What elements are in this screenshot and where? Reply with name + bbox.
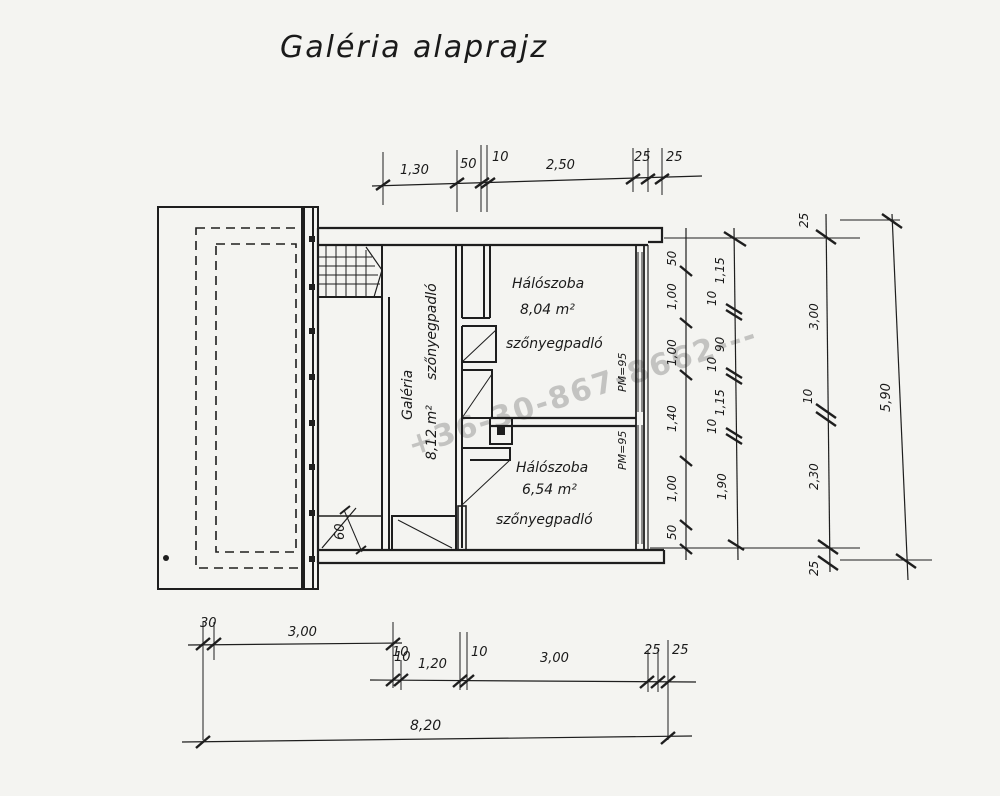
outer-walls <box>316 226 666 565</box>
right-win-dim-6: 50 <box>665 524 679 540</box>
room-label-gallery: Galéria 8,12 m² szőnyegpadló <box>400 283 440 460</box>
right-dimension-piers: 1,15 10 90 10 1,15 10 1,90 <box>705 227 747 561</box>
bottom-dim-row1-2: 3,00 <box>288 625 317 640</box>
gallery-area: 8,12 m² <box>424 405 440 460</box>
right-room-dim-1: 25 <box>797 213 811 228</box>
right-win-dim-1: 50 <box>665 250 679 266</box>
right-pier-dim-5: 1,15 <box>713 389 727 416</box>
bedroom-1-area: 8,04 m² <box>520 302 575 318</box>
top-dim-3: 10 <box>492 150 509 165</box>
bottom-dim-row2-6: 25 <box>672 643 689 658</box>
right-room-dim-3: 10 <box>801 388 815 404</box>
bottom-dimension-row-1: 30 3,00 10 <box>187 616 411 740</box>
bottom-dim-row2-2: 1,20 <box>418 657 447 672</box>
right-room-dim-4: 2,30 <box>807 463 821 490</box>
right-win-dim-2: 1,00 <box>665 283 679 310</box>
balcony-door-dimension: 60 <box>333 505 367 555</box>
bedroom-2-area: 6,54 m² <box>522 482 577 498</box>
right-dimension-rooms: 25 3,00 10 2,30 25 <box>748 213 860 576</box>
right-win-dim-4: 1,40 <box>665 405 679 432</box>
right-pier-dim-1: 1,15 <box>713 257 727 284</box>
right-room-dim-2: 3,00 <box>807 303 821 330</box>
right-room-dim-5: 25 <box>807 561 821 576</box>
top-dim-6: 25 <box>666 150 683 165</box>
bedroom-2-name: Hálószoba <box>516 460 588 476</box>
gallery-railing <box>381 297 390 550</box>
right-pier-dim-4: 10 <box>705 356 719 372</box>
top-dimension-line: 1,30 50 10 2,50 25 25 <box>371 145 703 212</box>
bottom-dimension-row-2: 10 1,20 10 3,00 25 25 <box>369 632 697 740</box>
right-pier-dim-6: 10 <box>705 418 719 434</box>
bedroom-2-floor: szőnyegpadló <box>496 512 593 528</box>
right-win-dim-5: 1,00 <box>665 475 679 502</box>
gallery-floor: szőnyegpadló <box>424 283 440 380</box>
bottom-dim-row2-3: 10 <box>471 645 488 660</box>
bedroom-1-floor: szőnyegpadló <box>506 336 603 352</box>
window-label-1: PM=95 <box>616 353 629 392</box>
right-pier-dim-3: 90 <box>713 336 727 352</box>
internal-walls <box>318 245 636 551</box>
right-total-text: 5,90 <box>879 383 894 412</box>
balcony-dimension-text: 60 <box>333 523 348 540</box>
bottom-dim-row1-3: 10 <box>394 650 411 665</box>
top-dim-1: 1,30 <box>400 163 429 178</box>
staircase <box>317 244 383 298</box>
bottom-total-text: 8,20 <box>410 718 441 734</box>
window-label-2: PM=95 <box>616 431 629 470</box>
balcony <box>157 206 319 590</box>
gallery-name: Galéria <box>400 370 416 420</box>
room-label-bedroom-2: Hálószoba 6,54 m² szőnyegpadló <box>496 460 593 528</box>
right-dimension-total: 5,90 <box>840 213 932 581</box>
right-pier-dim-7: 1,90 <box>715 473 729 500</box>
bottom-dim-row1-1: 30 <box>200 616 217 631</box>
bedroom-1-name: Hálószoba <box>512 276 584 292</box>
room-label-bedroom-1: Hálószoba 8,04 m² szőnyegpadló <box>506 276 603 352</box>
right-pier-dim-2: 10 <box>705 290 719 306</box>
top-dim-4: 2,50 <box>546 158 575 173</box>
bottom-total-dimension: 8,20 <box>181 718 693 749</box>
right-win-dim-3: 1,00 <box>665 339 679 366</box>
top-dim-2: 50 <box>460 157 477 172</box>
bottom-dim-row2-5: 25 <box>644 643 661 658</box>
top-dim-5: 25 <box>634 150 651 165</box>
plan-title: Galéria alaprajz <box>280 30 548 65</box>
bottom-dim-row2-1: 10 <box>392 645 409 660</box>
bottom-dim-row2-4: 3,00 <box>540 651 569 666</box>
right-dimension-windows: 50 1,00 1,00 1,40 1,00 50 <box>650 228 760 560</box>
balcony-posts <box>309 236 315 562</box>
